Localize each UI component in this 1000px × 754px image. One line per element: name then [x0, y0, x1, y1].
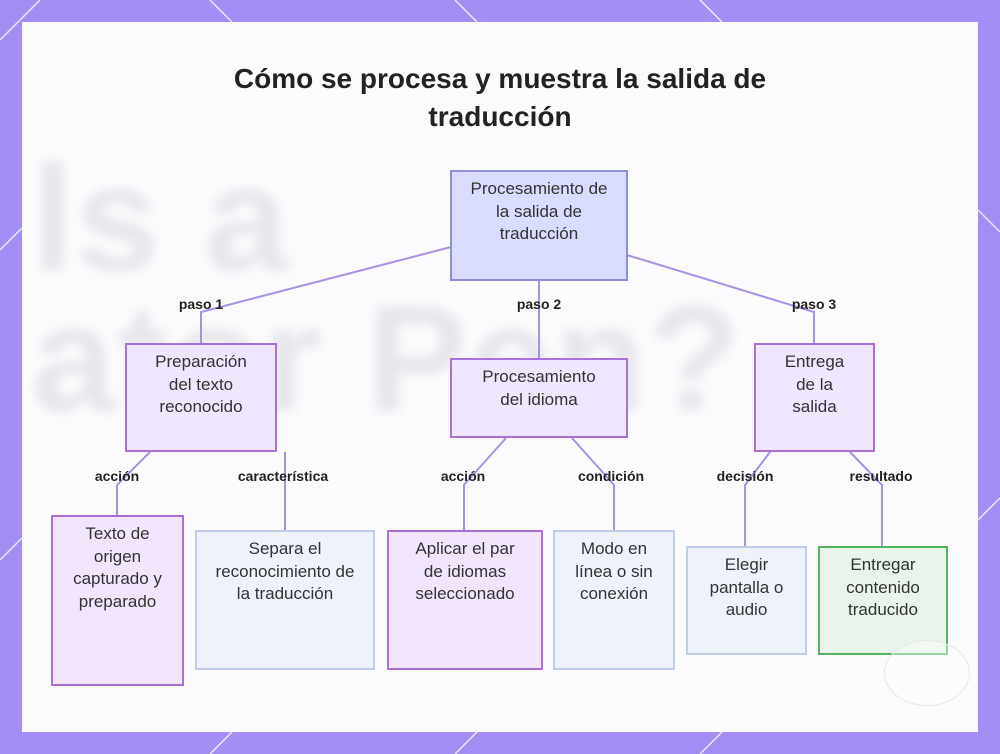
step-node-label: Entrega de la salida: [784, 352, 845, 416]
detail-node-label: Entregar contenido traducido: [846, 555, 920, 619]
detail-node-source-text: Texto de origen capturado y preparado: [51, 515, 184, 686]
diagram-title: Cómo se procesa y muestra la salida de t…: [233, 63, 767, 132]
edge-label-detail-3: acción: [440, 468, 486, 484]
detail-node-output-choice: Elegir pantalla o audio: [686, 546, 807, 655]
detail-node-mode: Modo en línea o sin conexión: [553, 530, 675, 670]
step-node-label: Preparación del texto reconocido: [155, 352, 247, 416]
detail-node-result: Entregar contenido traducido: [818, 546, 948, 655]
edge-label-detail-2: característica: [237, 468, 329, 484]
root-node-label: Procesamiento de la salida de traducción: [470, 179, 608, 243]
step-node-preparation: Preparación del texto reconocido: [125, 343, 277, 452]
edge-label-detail-6: resultado: [849, 468, 913, 484]
detail-node-language-pair: Aplicar el par de idiomas seleccionado: [387, 530, 543, 670]
detail-node-label: Aplicar el par de idiomas seleccionado: [415, 539, 515, 603]
step-node-language: Procesamiento del idioma: [450, 358, 628, 438]
edge-label-step-1: paso 1: [178, 296, 224, 312]
edge-label-detail-4: condición: [577, 468, 645, 484]
root-node: Procesamiento de la salida de traducción: [450, 170, 628, 281]
detail-node-label: Elegir pantalla o audio: [709, 555, 784, 619]
watermark-badge: [884, 640, 970, 706]
step-node-label: Procesamiento del idioma: [482, 367, 596, 409]
detail-node-label: Separa el reconocimiento de la traducció…: [215, 539, 355, 603]
edge-label-detail-1: acción: [94, 468, 140, 484]
detail-node-separation: Separa el reconocimiento de la traducció…: [195, 530, 375, 670]
edge-label-step-2: paso 2: [516, 296, 562, 312]
edge-label-detail-5: decisión: [716, 468, 774, 484]
detail-node-label: Modo en línea o sin conexión: [575, 539, 653, 603]
background-photo: ls a: [32, 134, 291, 302]
edge-label-step-3: paso 3: [791, 296, 837, 312]
detail-node-label: Texto de origen capturado y preparado: [73, 524, 162, 611]
step-node-delivery: Entrega de la salida: [754, 343, 875, 452]
